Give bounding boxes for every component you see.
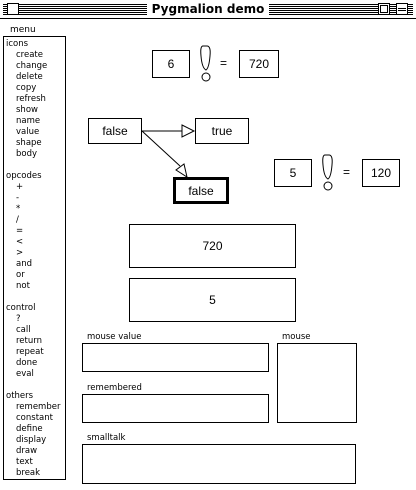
title-bar[interactable]: Pygmalion demo [0,0,416,19]
smalltalk-panel[interactable] [82,444,356,484]
menu-label: menu [10,25,36,35]
menu-heading-control: control [6,303,36,313]
fact1-result: 720 [248,57,270,71]
menu-item[interactable]: define [16,424,43,434]
menu-item[interactable]: constant [16,413,53,423]
menu-item[interactable]: shape [16,138,42,148]
menu-item[interactable]: create [16,50,43,60]
fact1-input-box[interactable]: 6 [152,50,190,78]
menu-item[interactable]: display [16,435,47,445]
menu-item[interactable]: call [16,325,31,335]
result-box-5[interactable]: 5 [129,278,296,322]
mouse-panel[interactable] [277,343,357,423]
menu-item[interactable]: * [16,204,21,214]
factorial-icon[interactable] [321,153,337,193]
true-branch-box[interactable]: true [195,118,249,144]
fact2-result-box[interactable]: 120 [362,159,400,187]
menu-item[interactable]: eval [16,369,34,379]
menu-item[interactable]: - [16,193,20,203]
menu-item[interactable]: break [16,468,41,478]
menu-item[interactable]: change [16,61,48,71]
result-box-720[interactable]: 720 [129,224,296,268]
fact2-equals: = [343,165,351,179]
false-branch-label: false [188,183,214,198]
menu-item[interactable]: repeat [16,347,44,357]
menu-item[interactable]: body [16,149,38,159]
menu-heading-opcodes: opcodes [6,171,42,181]
menu-item[interactable]: delete [16,72,43,82]
factorial-icon[interactable] [199,44,215,84]
menu-item[interactable]: return [16,336,42,346]
window-title: Pygmalion demo [147,1,269,17]
menu-item[interactable]: not [16,281,30,291]
condition-box[interactable]: false [88,118,142,144]
menu-heading-others: others [6,391,34,401]
menu-item[interactable]: refresh [16,94,46,104]
menu-item[interactable]: name [16,116,41,126]
menu-item[interactable]: = [16,226,24,236]
collapse-box[interactable] [396,3,408,15]
menu-item[interactable]: and [16,259,32,269]
fact2-input-box[interactable]: 5 [274,159,312,187]
remembered-label: remembered [87,383,142,393]
condition-value: false [102,124,128,138]
menu-item[interactable]: show [16,105,38,115]
fact1-equals: = [220,56,228,70]
result-box-720-value: 720 [202,239,223,253]
false-branch-box[interactable]: false [173,177,229,204]
menu-item[interactable]: + [16,182,24,192]
menu-item[interactable]: ? [16,314,21,324]
mouse-value-panel[interactable] [82,343,269,372]
fact1-result-box[interactable]: 720 [239,50,279,78]
smalltalk-label: smalltalk [87,433,126,443]
menu-item[interactable]: text [16,457,33,467]
menu-item[interactable]: remember [16,402,61,412]
menu-item[interactable]: draw [16,446,38,456]
close-box[interactable] [7,3,19,15]
fact2-input: 5 [289,166,297,180]
remembered-panel[interactable] [82,394,269,423]
true-branch-label: true [211,124,233,138]
menu-item[interactable]: < [16,237,24,247]
result-box-5-value: 5 [209,293,216,307]
fact1-input: 6 [167,57,175,71]
menu-item[interactable]: done [16,358,38,368]
menu-item[interactable]: or [16,270,25,280]
menu-item[interactable]: copy [16,83,37,93]
menu-heading-icons: icons [6,39,29,49]
menu-item[interactable]: > [16,248,24,258]
fact2-result: 120 [370,166,392,180]
menu-item[interactable]: value [16,127,40,137]
zoom-box[interactable] [378,3,390,15]
mouse-value-label: mouse value [87,332,142,342]
mouse-label: mouse [282,332,311,342]
menu-item[interactable]: / [16,215,19,225]
